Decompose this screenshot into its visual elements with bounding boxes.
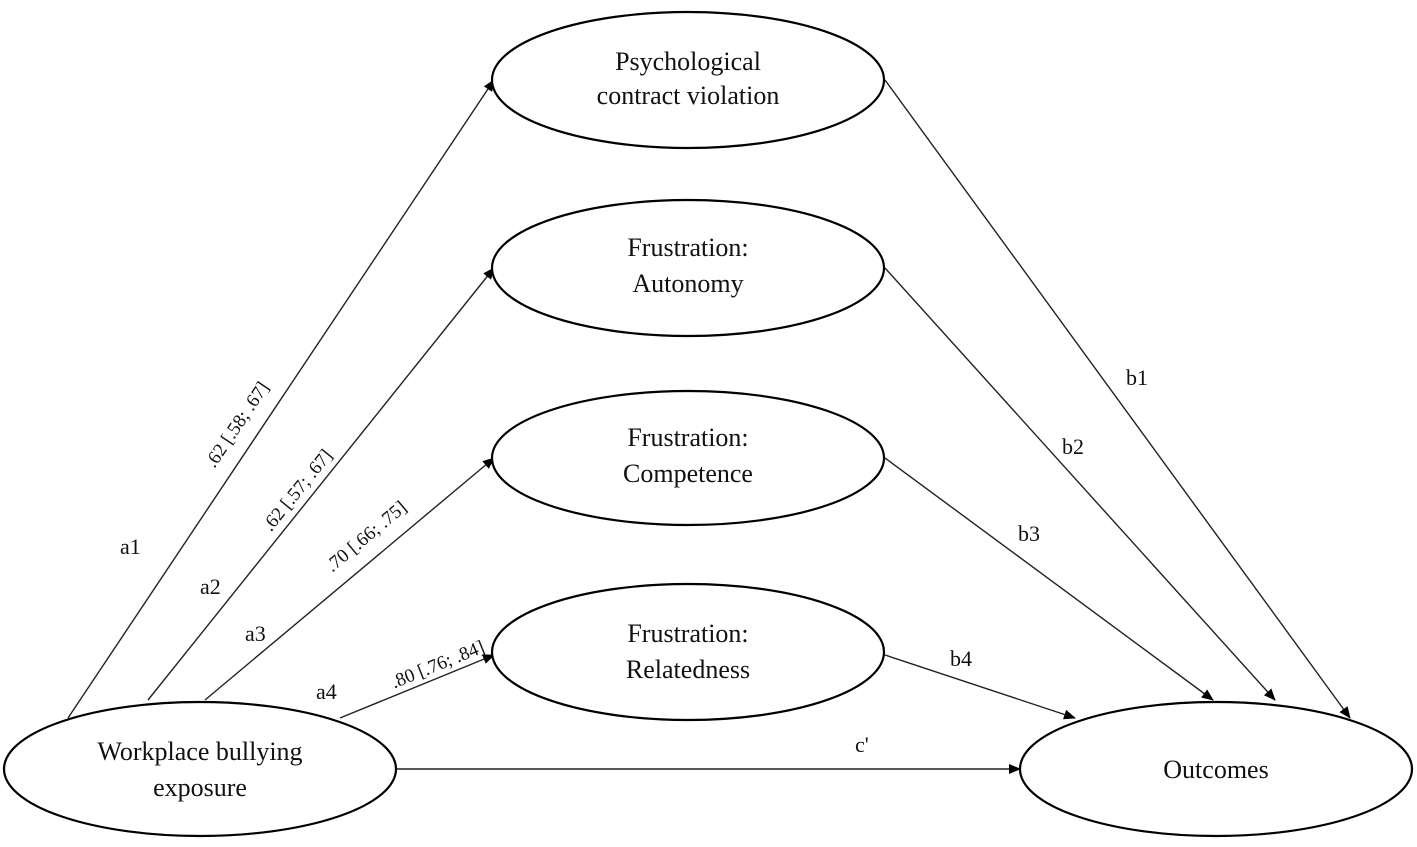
path-b1-arrow <box>884 79 1351 719</box>
node-frustration-autonomy: Frustration: Autonomy <box>490 198 886 338</box>
path-b2-label: b2 <box>1062 434 1084 459</box>
path-c-prime-label: c' <box>855 732 869 757</box>
path-a4-label: a4 <box>316 679 337 704</box>
node-outcomes: Outcomes <box>1018 700 1414 838</box>
node-bullying-line2: exposure <box>153 773 247 802</box>
path-b1-label: b1 <box>1126 365 1148 390</box>
path-a1-label: a1 <box>120 534 141 559</box>
path-b3-arrow <box>884 457 1214 701</box>
node-pcv-line1: Psychological <box>615 47 761 76</box>
node-frustration-relatedness: Frustration: Relatedness <box>490 582 886 722</box>
path-a4-arrow <box>339 654 495 719</box>
node-competence-line2: Competence <box>623 459 753 488</box>
node-outcomes-label: Outcomes <box>1163 755 1268 784</box>
path-a2-coefficient: .62 [.57; .67] <box>259 446 337 536</box>
path-a2-arrow <box>147 267 495 701</box>
node-bullying-line1: Workplace bullying <box>97 737 302 766</box>
path-a4-coefficient: .80 [.76; .84] <box>388 637 487 693</box>
node-relatedness-line1: Frustration: <box>627 619 748 648</box>
node-autonomy-line1: Frustration: <box>627 233 748 262</box>
node-psychological-contract-violation: Psychological contract violation <box>490 10 886 150</box>
path-a2-label: a2 <box>200 574 221 599</box>
path-b3-label: b3 <box>1018 521 1040 546</box>
node-frustration-competence: Frustration: Competence <box>490 389 886 527</box>
node-competence-line1: Frustration: <box>627 423 748 452</box>
node-relatedness-line2: Relatedness <box>626 655 750 684</box>
node-autonomy-line2: Autonomy <box>632 269 743 298</box>
node-workplace-bullying-exposure: Workplace bullying exposure <box>2 700 398 838</box>
path-b2-arrow <box>884 267 1276 701</box>
path-b4-label: b4 <box>950 646 972 671</box>
path-a3-arrow <box>204 457 495 701</box>
node-pcv-line2: contract violation <box>597 81 780 110</box>
path-a1-arrow <box>67 79 495 719</box>
path-b4-arrow <box>884 654 1076 720</box>
path-a3-label: a3 <box>245 621 266 646</box>
